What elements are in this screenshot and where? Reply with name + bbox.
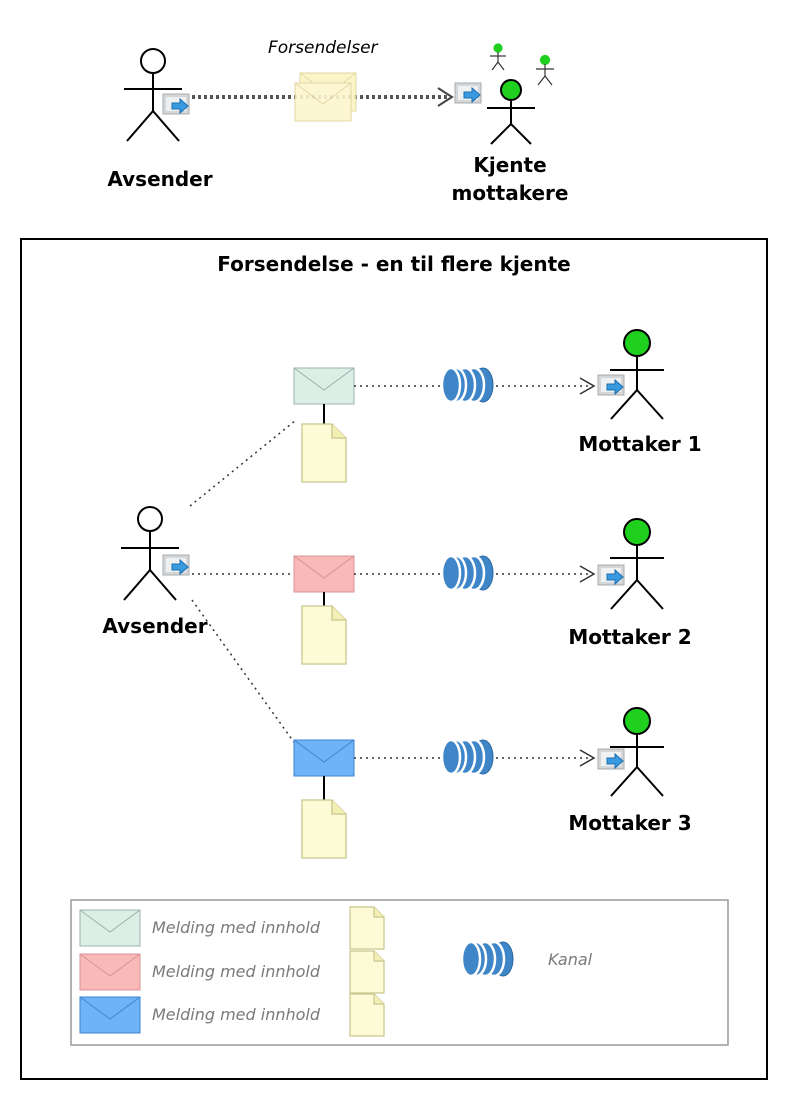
top-small-actor-icon [490,43,506,71]
sender-connectors [189,419,297,746]
channel-2-icon [440,554,495,592]
legend-item-2-label: Melding med innhold [152,962,321,981]
document-3-icon [301,799,347,859]
recipient-2-actor [610,518,664,610]
frame-title: Forsendelse - en til flere kjente [217,252,571,276]
top-flow-label: Forsendelser [268,38,378,58]
top-recipients-send-icon [454,82,482,104]
legend-item-1-label: Melding med innhold [152,918,321,937]
frame-sender-actor [121,506,179,601]
recipient-1-send-icon [597,374,625,396]
legend-channel-icon [460,940,515,978]
legend-envelope-3 [79,996,141,1034]
recipient-3-send-icon [597,748,625,770]
top-small-actor-icon [536,54,554,86]
legend-channel-label: Kanal [548,950,593,969]
channel-3-icon [440,738,495,776]
document-1-icon [301,423,347,483]
recipient-2-label: Mottaker 2 [568,625,692,649]
top-recipients-label-line1: Kjente [473,153,547,177]
top-sender-send-icon [162,93,190,115]
top-known-recipient-actor [487,79,535,145]
message-envelope-3 [293,739,355,777]
legend-box [70,899,729,1046]
message-envelope-1 [293,367,355,405]
top-sender-label: Avsender [107,167,213,191]
legend-document-2-icon [349,950,385,994]
channel-1-icon [440,366,495,404]
top-recipients-label-line2: mottakere [451,181,569,205]
legend-envelope-1 [79,909,141,947]
legend-envelope-2 [79,953,141,991]
message-envelope-2 [293,555,355,593]
recipient-2-send-icon [597,564,625,586]
recipient-3-actor [610,707,664,797]
scenario-frame [20,238,768,1080]
top-sender-actor [124,48,182,142]
document-2-icon [301,605,347,665]
legend-item-3-label: Melding med innhold [152,1005,321,1024]
recipient-1-actor [610,329,664,420]
legend-document-1-icon [349,906,385,950]
top-envelopes-icon [294,72,357,122]
recipient-1-label: Mottaker 1 [578,432,702,456]
frame-sender-send-icon [162,554,190,576]
legend-document-3-icon [349,993,385,1037]
top-flow-arrowhead [437,87,454,107]
frame-sender-label: Avsender [102,614,208,638]
recipient-3-label: Mottaker 3 [568,811,692,835]
